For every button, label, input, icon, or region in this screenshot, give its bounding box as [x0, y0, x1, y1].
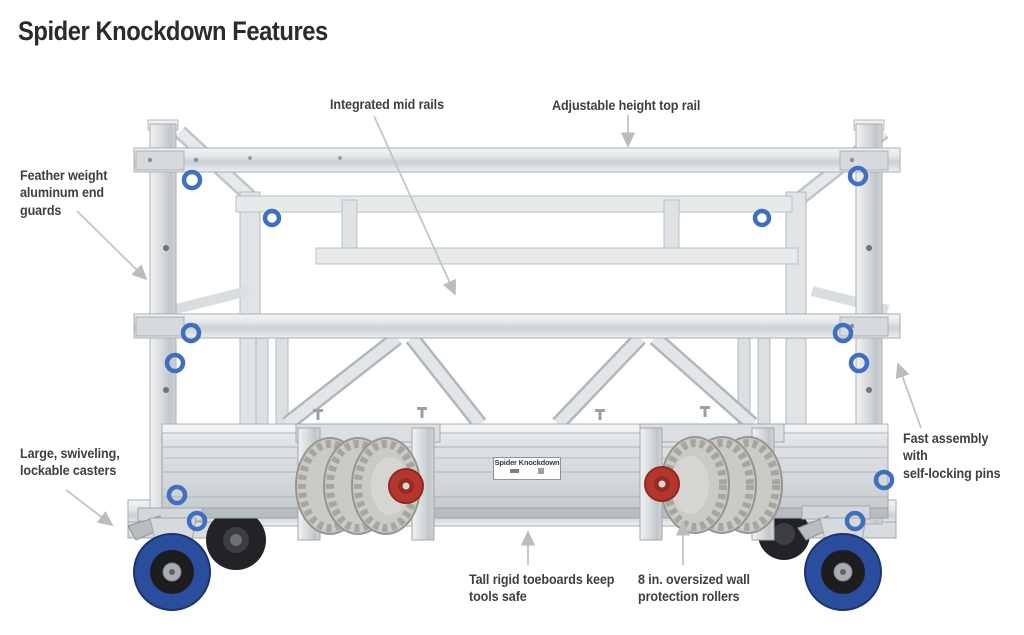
page-title: Spider Knockdown Features — [18, 16, 328, 46]
truss-braces — [255, 331, 771, 431]
callout-mid-rails: Integrated mid rails — [330, 97, 444, 112]
caster-front-left — [127, 507, 211, 611]
roller-tires-left — [295, 437, 421, 535]
callout-rollers: 8 in. oversized wall protection rollers — [638, 572, 750, 605]
leader-fast-assembly — [895, 362, 922, 429]
product-nameplate: Spider Knockdown — [493, 457, 561, 480]
qr-code-mark — [537, 468, 544, 474]
toeboard-wing-pins — [313, 406, 710, 420]
callout-casters: Large, swiveling, lockable casters — [20, 446, 120, 479]
caster-front-right — [797, 505, 882, 611]
mid-rail — [133, 313, 901, 339]
roller-hub-left — [388, 468, 424, 504]
callout-top-rail: Adjustable height top rail — [552, 98, 701, 113]
self-locking-pins — [164, 165, 895, 532]
caster-rear-left — [206, 503, 266, 570]
roller-tires-right — [660, 436, 783, 534]
product-name-label: Spider Knockdown — [494, 458, 560, 467]
roller-hub-right — [644, 466, 680, 502]
leader-end-guards — [76, 210, 148, 281]
wall-roller-left — [295, 423, 441, 541]
top-rail — [133, 147, 901, 173]
leader-lines — [65, 115, 922, 565]
callout-end-guards: Feather weight aluminum end guards — [20, 168, 108, 218]
leader-mid-rails — [373, 115, 456, 296]
brand-logo-mark — [510, 469, 520, 473]
callout-fast-assembly: Fast assembly with self-locking pins — [903, 431, 1001, 481]
wall-roller-right — [639, 423, 785, 541]
rear-mid-rail — [315, 247, 799, 265]
leader-casters — [65, 489, 114, 527]
callout-toeboards: Tall rigid toeboards keep tools safe — [469, 572, 615, 605]
